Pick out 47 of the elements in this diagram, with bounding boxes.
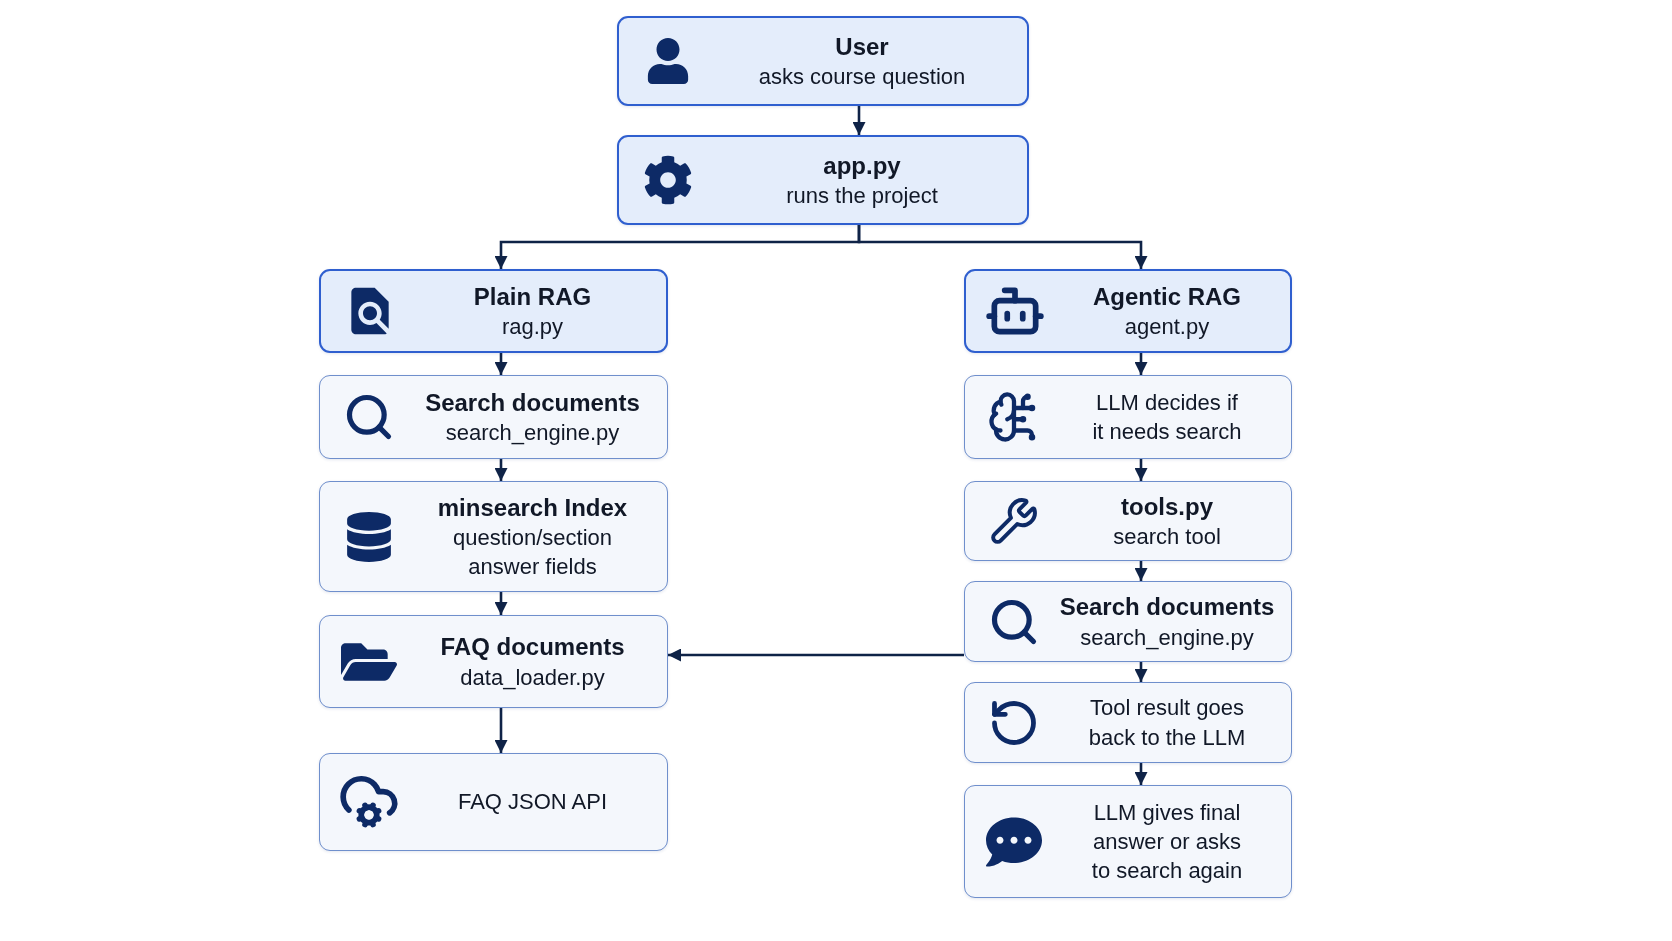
process-box xyxy=(964,269,1292,353)
process-box xyxy=(964,581,1292,662)
arrow xyxy=(1134,353,1148,375)
node-text: FAQ JSON API xyxy=(457,788,608,817)
node-text: rag.py xyxy=(501,313,564,342)
process-box xyxy=(964,785,1292,898)
node-text: search_engine.py xyxy=(445,419,620,448)
arrow xyxy=(494,459,508,481)
node-text: asks course question xyxy=(758,63,966,92)
node-text: data_loader.py xyxy=(460,663,605,692)
arrow xyxy=(857,225,1148,269)
process-box xyxy=(319,615,668,708)
node-title: Search documents xyxy=(425,387,640,418)
node-title: tools.py xyxy=(1121,491,1213,522)
process-box xyxy=(319,269,668,353)
node-title: User xyxy=(835,31,889,62)
process-box xyxy=(964,481,1292,561)
node-text: Tool result goes back to the LLM xyxy=(1087,694,1247,752)
arrow xyxy=(494,592,508,615)
node-text: search tool xyxy=(1113,523,1221,552)
process-box xyxy=(964,682,1292,763)
node-title: FAQ documents xyxy=(440,632,625,663)
node-title: Agentic RAG xyxy=(1093,281,1241,312)
arrow xyxy=(1134,763,1148,785)
process-box xyxy=(319,375,668,459)
node-text: agent.py xyxy=(1124,313,1210,342)
node-text: runs the project xyxy=(786,182,938,211)
arrow xyxy=(852,106,866,135)
process-box xyxy=(617,135,1029,225)
node-text: question/section answer fields xyxy=(452,524,613,582)
process-box xyxy=(964,375,1292,459)
node-title: minsearch Index xyxy=(437,492,628,523)
node-text: search_engine.py xyxy=(1080,623,1254,652)
arrow xyxy=(668,648,964,662)
arrow xyxy=(494,708,508,753)
node-title: Plain RAG xyxy=(473,281,592,312)
process-box xyxy=(319,753,668,851)
node-title: Search documents xyxy=(1059,592,1275,623)
node-text: LLM decides if it needs search xyxy=(1091,388,1243,446)
arrow xyxy=(1134,662,1148,682)
process-box xyxy=(617,16,1029,106)
arrow xyxy=(1134,459,1148,481)
node-title: app.py xyxy=(823,150,901,181)
node-text: LLM gives final answer or asks to search again xyxy=(1090,798,1244,885)
process-box xyxy=(319,481,668,592)
arrow xyxy=(494,353,508,375)
arrow xyxy=(1134,561,1148,581)
